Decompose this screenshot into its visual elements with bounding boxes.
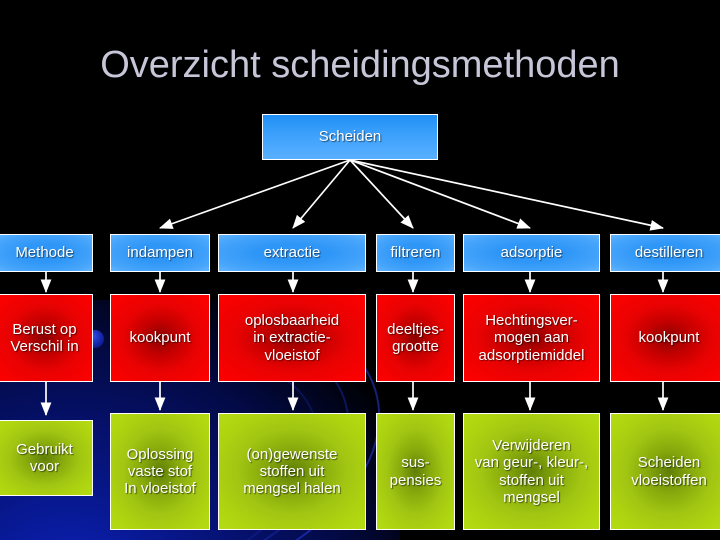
basis-cell-label-text: Berust op Verschil in: [10, 320, 79, 355]
usage-cell-destilleren-text: Scheiden vloeistoffen: [631, 454, 707, 489]
header-cell-destilleren-label: destilleren: [634, 244, 704, 262]
basis-cell-indampen[interactable]: kookpunt: [110, 294, 210, 382]
usage-cell-label[interactable]: Gebruikt voor: [0, 420, 93, 496]
arrow-scheiden-extractie: [292, 159, 351, 229]
basis-cell-destilleren-text: kookpunt: [638, 329, 700, 347]
header-cell-destilleren[interactable]: destilleren: [610, 234, 720, 272]
header-cell-extractie[interactable]: extractie: [218, 234, 366, 272]
node-scheiden[interactable]: Scheiden: [262, 114, 438, 160]
basis-cell-adsorptie[interactable]: Hechtingsver- mogen aan adsorptiemiddel: [463, 294, 600, 382]
arrow-scheiden-destilleren: [349, 159, 664, 231]
usage-cell-filtreren-text: sus- pensies: [389, 454, 442, 489]
basis-cell-destilleren[interactable]: kookpunt: [610, 294, 720, 382]
header-cell-methode-label: Methode: [15, 244, 74, 262]
basis-cell-label[interactable]: Berust op Verschil in: [0, 294, 93, 382]
usage-cell-adsorptie[interactable]: Verwijderen van geur-, kleur-, stoffen u…: [463, 413, 600, 530]
node-scheiden-label: Scheiden: [318, 128, 382, 146]
usage-cell-indampen[interactable]: Oplossing vaste stof In vloeistof: [110, 413, 210, 530]
header-cell-indampen-label: indampen: [127, 244, 193, 262]
usage-cell-adsorptie-text: Verwijderen van geur-, kleur-, stoffen u…: [474, 437, 589, 506]
usage-cell-destilleren[interactable]: Scheiden vloeistoffen: [610, 413, 720, 530]
header-cell-methode[interactable]: Methode: [0, 234, 93, 272]
basis-cell-filtreren[interactable]: deeltjes- grootte: [376, 294, 455, 382]
header-cell-adsorptie-label: adsorptie: [500, 244, 563, 262]
slide-title: Overzicht scheidingsmethoden: [100, 44, 620, 86]
basis-cell-extractie[interactable]: oplosbaarheid in extractie- vloeistof: [218, 294, 366, 382]
arrow-scheiden-filtreren: [349, 159, 414, 229]
usage-cell-indampen-text: Oplossing vaste stof In vloeistof: [124, 445, 196, 498]
header-cell-adsorptie[interactable]: adsorptie: [463, 234, 600, 272]
usage-cell-label-text: Gebruikt voor: [16, 440, 73, 475]
arrow-scheiden-indampen: [159, 159, 351, 229]
header-cell-filtreren[interactable]: filtreren: [376, 234, 455, 272]
basis-cell-filtreren-text: deeltjes- grootte: [387, 320, 444, 355]
basis-cell-indampen-text: kookpunt: [129, 329, 191, 347]
header-cell-extractie-label: extractie: [263, 244, 321, 262]
usage-cell-filtreren[interactable]: sus- pensies: [376, 413, 455, 530]
arrow-scheiden-adsorptie: [349, 159, 531, 229]
header-cell-filtreren-label: filtreren: [390, 244, 441, 262]
header-cell-indampen[interactable]: indampen: [110, 234, 210, 272]
usage-cell-extractie[interactable]: (on)gewenste stoffen uit mengsel halen: [218, 413, 366, 530]
usage-cell-extractie-text: (on)gewenste stoffen uit mengsel halen: [243, 445, 341, 498]
basis-cell-extractie-text: oplosbaarheid in extractie- vloeistof: [244, 312, 340, 364]
basis-cell-adsorptie-text: Hechtingsver- mogen aan adsorptiemiddel: [478, 312, 585, 364]
